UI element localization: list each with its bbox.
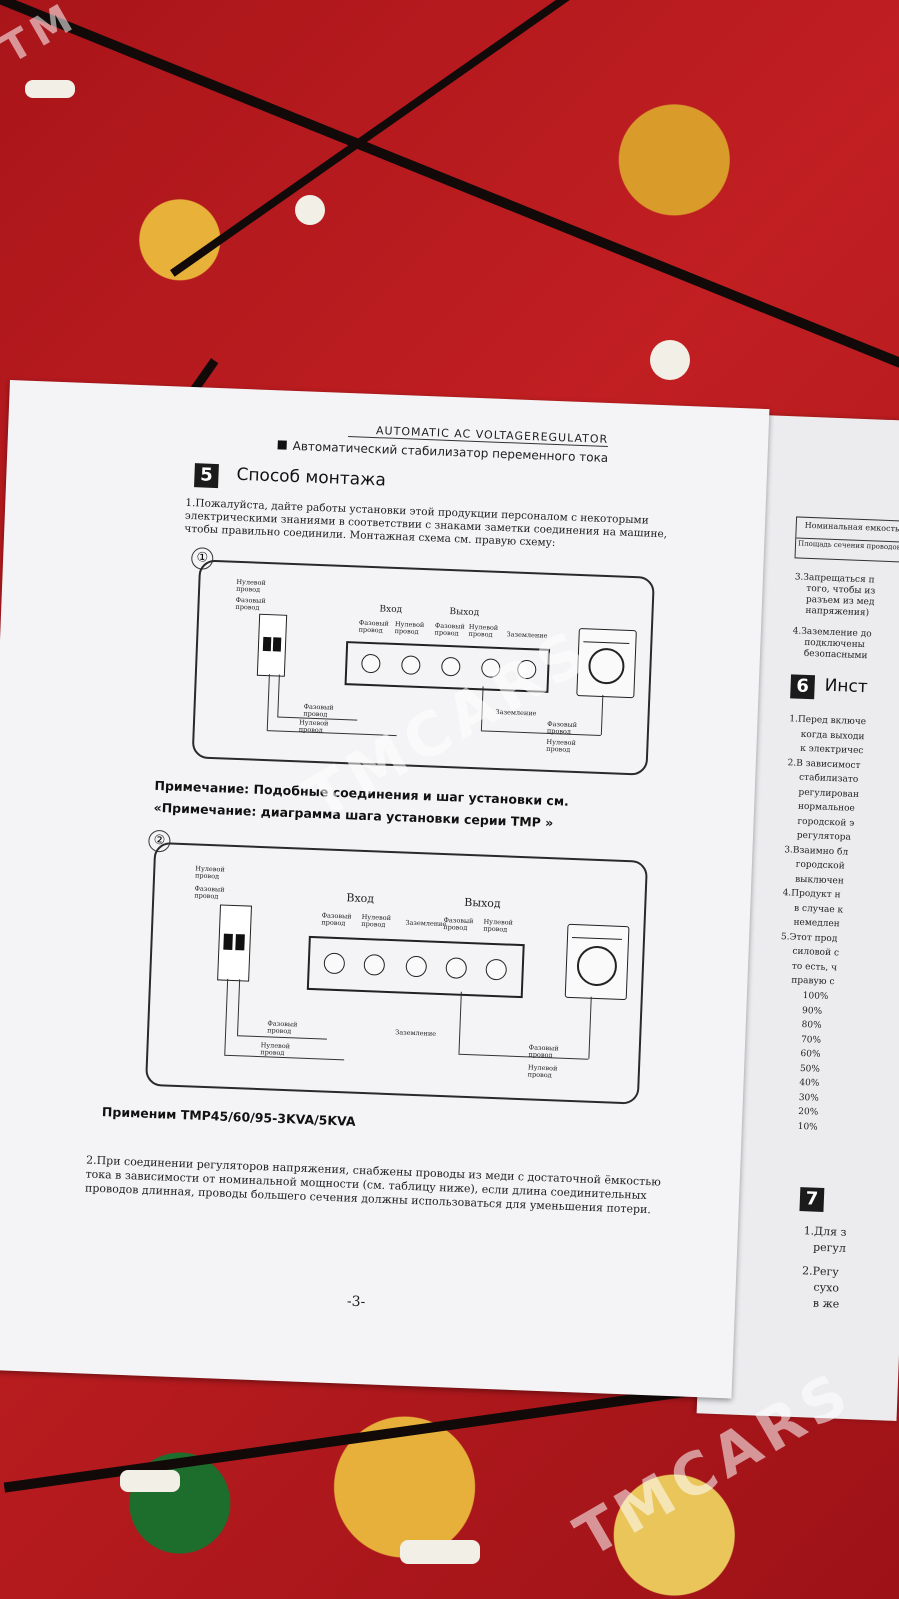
terminal-icon	[445, 957, 468, 979]
list-item: силовой с	[792, 946, 840, 959]
list-item: регулирован	[798, 787, 860, 800]
wire-label: Нулевой провод	[260, 1041, 291, 1058]
percent-label: 60%	[800, 1048, 821, 1060]
ground-label: Заземление	[405, 918, 447, 929]
washing-machine-icon	[564, 923, 630, 1001]
wire-label: Фазовый провод	[443, 916, 474, 932]
circuit-breaker-icon	[256, 613, 288, 677]
square-bullet-icon	[277, 440, 287, 450]
list-item: к электричес	[800, 743, 864, 757]
list-item: 2.В зависимост	[787, 757, 861, 771]
wire-label: Фазовый провод	[194, 884, 225, 901]
terminal-icon	[363, 954, 386, 976]
ground-label: Заземление	[395, 1028, 437, 1038]
section-title: Способ монтажа	[236, 464, 387, 491]
rating-table: Номинальная емкость Площадь сечения пров…	[794, 516, 899, 564]
wire-label: Фазовый провод	[267, 1019, 298, 1036]
list-item: стабилизато	[798, 772, 859, 785]
list-item: 2.Регу	[801, 1264, 840, 1279]
list-item: сухо	[813, 1280, 840, 1295]
percent-label: 40%	[799, 1077, 820, 1089]
percent-label: 80%	[801, 1020, 822, 1031]
wire-label: Нулевой провод	[468, 622, 499, 639]
terminal-icon	[361, 653, 381, 674]
wire-label: Нулевой провод	[235, 577, 266, 594]
list-item: правую с	[791, 975, 835, 988]
output-label: Выход	[449, 607, 480, 619]
list-item: в случае к	[793, 903, 844, 916]
section-number: 5	[194, 463, 219, 489]
section-number: 6	[790, 674, 816, 700]
wiring-diagram-2: Нулевой провод Фазовый провод Вход Выход…	[145, 841, 649, 1105]
list-item: городской э	[797, 816, 855, 829]
list-item: в же	[812, 1296, 840, 1311]
section-number: 7	[799, 1187, 825, 1212]
terminal-icon	[400, 655, 421, 675]
stabilizer-panel	[306, 935, 525, 999]
wire-label: Нулевой провод	[546, 737, 577, 754]
list-item: когда выходи	[800, 729, 865, 742]
intro-paragraph: 1.Пожалуйста, дайте работы установки это…	[184, 496, 668, 550]
list-item: нормальное	[797, 801, 856, 814]
page-number: -3-	[346, 1293, 366, 1311]
wire-label: Нулевой провод	[527, 1063, 558, 1080]
wire-label: Нулевой провод	[394, 619, 425, 636]
section-title: Инст	[824, 675, 869, 698]
wire-label: Фазовый провод	[235, 595, 266, 612]
list-item: безопасными	[803, 648, 868, 662]
percent-label: 20%	[798, 1106, 819, 1118]
applicable-models: Применим TMP45/60/95-3KVA/5KVA	[101, 1104, 356, 1129]
terminal-icon	[323, 952, 346, 975]
percent-label: 70%	[800, 1034, 822, 1046]
list-item: то есть, ч	[791, 961, 838, 973]
circuit-breaker-icon	[217, 904, 252, 982]
list-item: регул	[812, 1240, 847, 1255]
wire-label: Фазовый провод	[434, 621, 465, 638]
percent-label: 100%	[802, 991, 829, 1003]
input-label: Вход	[346, 891, 375, 906]
wire-label: Фазовый провод	[358, 618, 389, 635]
wire-label: Фазовый провод	[303, 702, 334, 719]
list-item: 5.Этот прод	[780, 931, 838, 944]
percent-label: 50%	[799, 1063, 821, 1075]
list-item: немедлен	[793, 917, 840, 930]
wire-label: Нулевой провод	[298, 718, 329, 735]
percent-label: 30%	[798, 1092, 820, 1104]
list-item: напряжения)	[805, 605, 870, 619]
wire-label: Нулевой провод	[194, 864, 225, 881]
paragraph-2: 2.При соединении регуляторов напряжения,…	[84, 1153, 662, 1217]
wire-label: Фазовый провод	[321, 911, 352, 928]
terminal-icon	[485, 958, 508, 981]
output-label: Выход	[464, 895, 501, 911]
percent-label: 90%	[801, 1005, 823, 1017]
list-item: 1.Для з	[803, 1224, 847, 1239]
manual-page: AUTOMATIC AC VOLTAGEREGULATOR Автоматиче…	[0, 380, 770, 1399]
terminal-icon	[405, 955, 428, 978]
list-item: городской	[795, 859, 845, 872]
input-label: Вход	[379, 604, 403, 616]
list-item: 4.Продукт н	[782, 888, 841, 901]
wire-label: Нулевой провод	[361, 912, 392, 929]
list-item: выключен	[794, 874, 845, 887]
wire-label: Нулевой провод	[483, 917, 514, 934]
table-row: Номинальная емкость	[804, 520, 899, 534]
terminal-icon	[440, 656, 461, 677]
percent-label: 10%	[797, 1121, 818, 1133]
list-item: регулятора	[796, 830, 852, 843]
list-item: 3.Взаимно бл	[784, 844, 849, 858]
list-item: 1.Перед включе	[789, 714, 867, 728]
